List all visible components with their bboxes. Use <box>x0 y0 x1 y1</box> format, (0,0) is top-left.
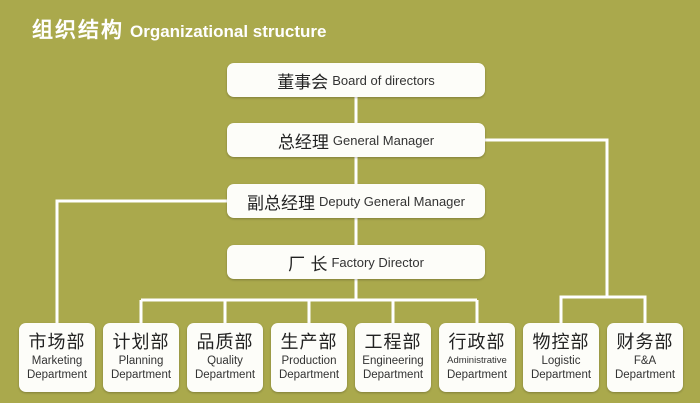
finance-department-box: 财务部 F&A Department <box>607 323 683 392</box>
box-label-cn: 董事会 <box>277 72 329 93</box>
dept-suffix: Department <box>26 369 88 381</box>
dept-name-en: Production <box>281 355 337 367</box>
title-en: Organizational structure <box>130 22 327 41</box>
dept-suffix: Department <box>278 369 340 381</box>
dept-name-en: Planning <box>118 355 164 367</box>
box-label-en: Board of directors <box>332 72 435 88</box>
dept-name-cn: 市场部 <box>28 332 86 353</box>
line-to-marketing <box>55 199 227 323</box>
dept-name-en: F&A <box>633 355 657 367</box>
dept-name-cn: 计划部 <box>112 332 170 353</box>
dept-suffix: Department <box>362 369 424 381</box>
box-label-en: General Manager <box>332 132 435 148</box>
dept-name-cn: 生产部 <box>280 332 338 353</box>
dept-name-cn: 工程部 <box>364 332 422 353</box>
dept-name-en: Marketing <box>31 355 83 367</box>
line-logistic-finance-bar <box>559 295 647 323</box>
dept-name-cn: 行政部 <box>448 332 506 353</box>
dept-suffix: Department <box>614 369 676 381</box>
box-label-en: Factory Director <box>331 254 424 270</box>
dept-suffix: Department <box>194 369 256 381</box>
box-label-cn: 副总经理 <box>247 193 315 214</box>
quality-department-box: 品质部 Quality Department <box>187 323 263 392</box>
dept-name-en: Administrative <box>447 355 507 366</box>
dept-suffix: Department <box>446 369 508 381</box>
administrative-department-box: 行政部 Administrative Department <box>439 323 515 392</box>
marketing-department-box: 市场部 Marketing Department <box>19 323 95 392</box>
dept-name-cn: 品质部 <box>196 332 254 353</box>
dept-suffix: Department <box>530 369 592 381</box>
dept-suffix: Department <box>110 369 172 381</box>
box-label-en: Deputy General Manager <box>319 193 465 209</box>
page-title: 组织结构 Organizational structure <box>32 14 326 44</box>
dept-name-cn: 物控部 <box>532 332 590 353</box>
line-to-logistic-finance <box>485 138 609 297</box>
dept-name-en: Quality <box>207 355 243 367</box>
title-cn: 组织结构 <box>32 18 124 42</box>
engineering-department-box: 工程部 Engineering Department <box>355 323 431 392</box>
dept-name-cn: 财务部 <box>616 332 674 353</box>
dept-name-en: Engineering <box>362 355 424 367</box>
dept-name-en: Logistic <box>541 355 581 367</box>
planning-department-box: 计划部 Planning Department <box>103 323 179 392</box>
box-label-cn: 总经理 <box>277 132 329 153</box>
box-label-cn: 厂 长 <box>288 254 328 275</box>
production-department-box: 生产部 Production Department <box>271 323 347 392</box>
logistic-department-box: 物控部 Logistic Department <box>523 323 599 392</box>
